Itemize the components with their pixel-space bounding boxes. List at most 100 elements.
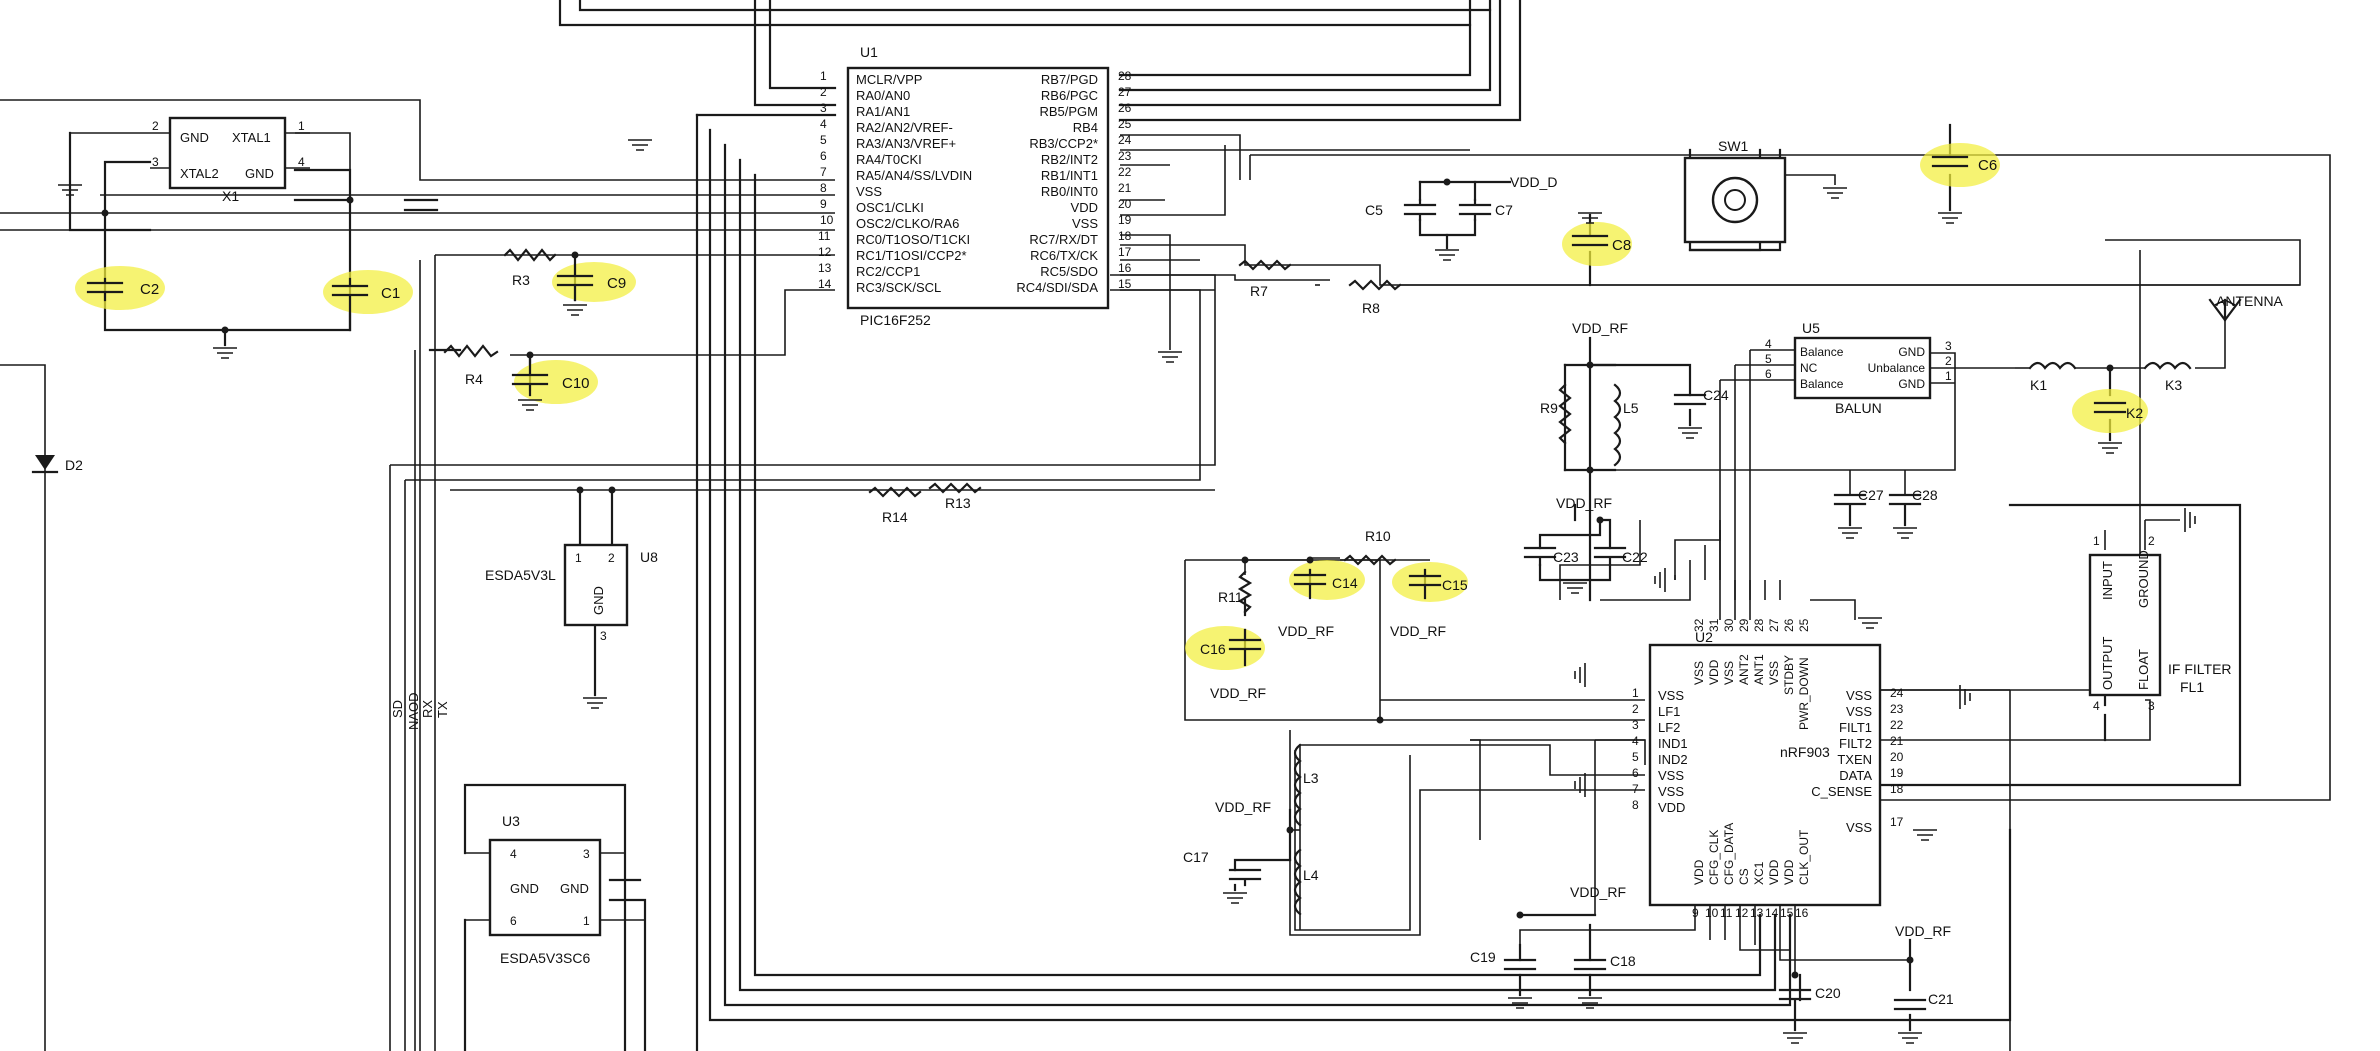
inductor-label: K1: [2030, 377, 2047, 393]
ground-icon: [1959, 685, 1971, 709]
u2-chip: U2 nRF903 VSS LF1 LF2 IND1 IND2 VSS VSS …: [1632, 618, 1904, 920]
inductor-label: L3: [1303, 770, 1319, 786]
resistor-label: R10: [1365, 528, 1391, 544]
resistor-label: R11: [1218, 589, 1243, 605]
u1-pin-name: RB7/PGD: [1041, 72, 1098, 87]
cap-label: C24: [1703, 387, 1729, 403]
u1-pin-num: 27: [1118, 85, 1132, 99]
cap-label: C7: [1495, 202, 1513, 218]
u2-pin-num: 21: [1890, 734, 1904, 748]
u2-pin-num: 26: [1782, 618, 1796, 632]
ground-icon: [1508, 997, 1532, 1009]
u2-pin-num: 12: [1735, 906, 1749, 920]
inductor-symbols: L5 L3 L4 K1 K3: [1293, 361, 2192, 916]
x1-crystal: GND XTAL1 XTAL2 GND X1 2 1 3 4: [150, 116, 310, 204]
fl1-ref: FL1: [2180, 679, 2204, 695]
u1-pin-name: RC6/TX/CK: [1030, 248, 1098, 263]
fl1-pin-ground: GROUND: [2136, 550, 2151, 608]
cap-label: C28: [1912, 487, 1938, 503]
ground-icon: [213, 347, 237, 359]
vdd-rf-label: VDD_RF: [1215, 799, 1271, 815]
cap-label: C5: [1365, 202, 1383, 218]
cap-label: C20: [1815, 985, 1841, 1001]
u1-pin-name: RB4: [1073, 120, 1098, 135]
fl1-pin-output: OUTPUT: [2100, 637, 2115, 691]
resistor-label: R3: [512, 272, 530, 288]
balun-pin-num: 3: [1945, 339, 1952, 353]
vdd-rf-label: VDD_RF: [1572, 320, 1628, 336]
cap-label: C1: [381, 285, 400, 302]
u2-pin-name: IND2: [1658, 752, 1688, 767]
x1-pin-gnd: GND: [245, 166, 274, 181]
u1-pin-num: 24: [1118, 133, 1132, 147]
x1-pin-gnd: GND: [180, 130, 209, 145]
u2-pin-name: CLK_OUT: [1797, 829, 1811, 885]
u2-pin-num: 17: [1890, 815, 1904, 829]
u1-pin-num: 4: [820, 117, 827, 131]
u2-pin-num: 29: [1737, 618, 1751, 632]
u1-pin-num: 22: [1118, 165, 1132, 179]
u1-pin-name: RA4/T0CKI: [856, 152, 922, 167]
inductor-label: L4: [1303, 867, 1319, 883]
u2-pin-num: 9: [1692, 906, 1699, 920]
u2-pin-num: 11: [1720, 906, 1733, 920]
ground-icon: [628, 139, 652, 151]
u2-ref: U2: [1695, 629, 1713, 645]
u1-pin-num: 25: [1118, 117, 1132, 131]
u1-pin-num: 8: [820, 181, 827, 195]
u2-pin-name: LF2: [1658, 720, 1680, 735]
cap-label: C19: [1470, 949, 1496, 965]
u2-pin-num: 24: [1890, 686, 1904, 700]
u1-pin-num: 20: [1118, 197, 1132, 211]
u1-pin-name: RC4/SDI/SDA: [1016, 280, 1098, 295]
ground-icon: [1783, 1032, 1807, 1044]
ground-icon: [1838, 527, 1862, 539]
u8-part: ESDA5V3L: [485, 567, 556, 583]
ground-icon: [1823, 187, 1847, 199]
u2-pin-name: VSS: [1658, 768, 1684, 783]
u2-pin-num: 31: [1707, 618, 1721, 632]
u1-pin-name: RC7/RX/DT: [1029, 232, 1098, 247]
u1-pin-num: 7: [820, 165, 827, 179]
vdd-rf-label: VDD_RF: [1556, 495, 1612, 511]
u2-pin-name: C_SENSE: [1811, 784, 1872, 799]
balun-pin-num: 2: [1945, 354, 1952, 368]
ground-icon: [1574, 663, 1586, 687]
ground-icon: [1913, 829, 1937, 841]
u1-chip: U1 PIC16F252 MCLR/VPP RA0/AN0 RA1/AN1 RA…: [818, 44, 1132, 328]
cap-label: C2: [140, 281, 159, 298]
ground-icon: [518, 399, 542, 411]
u1-pin-num: 18: [1118, 229, 1132, 243]
u1-pin-name: RC2/CCP1: [856, 264, 920, 279]
u2-pin-name: FILT1: [1839, 720, 1872, 735]
u8-pin-num: 2: [608, 551, 615, 565]
u2-pin-num: 8: [1632, 798, 1639, 812]
u2-pin-num: 20: [1890, 750, 1904, 764]
u2-pin-name: VSS: [1846, 820, 1872, 835]
fl1-pin-num: 2: [2148, 534, 2155, 548]
sw1-ref: SW1: [1718, 138, 1749, 154]
signal-label: RX: [420, 700, 435, 718]
u2-pin-name: CFG_DATA: [1722, 823, 1736, 885]
inductor-label: K3: [2165, 377, 2182, 393]
resistor-label: R7: [1250, 283, 1268, 299]
u2-pin-num: 10: [1705, 906, 1719, 920]
vdd-rf-label: VDD_RF: [1390, 623, 1446, 639]
x1-pin-xtal2: XTAL2: [180, 166, 219, 181]
u2-pin-num: 2: [1632, 702, 1639, 716]
u5-balun: Balance NC Balance GND Unbalance GND U5 …: [1765, 320, 1952, 416]
balun-pin: NC: [1800, 361, 1818, 375]
u2-pin-name: ANT1: [1752, 654, 1766, 685]
capacitor-symbols: C2 C1 C9 C10 C5 C7 C8 C6 C14 C15 C16 C24: [86, 155, 2143, 1011]
u2-pin-name: IND1: [1658, 736, 1688, 751]
ground-icon: [1898, 1032, 1922, 1044]
u2-pin-num: 18: [1890, 782, 1904, 796]
u1-pin-num: 19: [1118, 213, 1132, 227]
signal-label: NAOD: [406, 692, 421, 730]
balun-part: BALUN: [1835, 400, 1882, 416]
u3-pin-num: 6: [510, 914, 517, 928]
u1-pin-num: 11: [818, 229, 831, 243]
ground-icon: [1858, 617, 1882, 629]
u1-pin-name: RA1/AN1: [856, 104, 910, 119]
u3-pin-num: 4: [510, 847, 517, 861]
